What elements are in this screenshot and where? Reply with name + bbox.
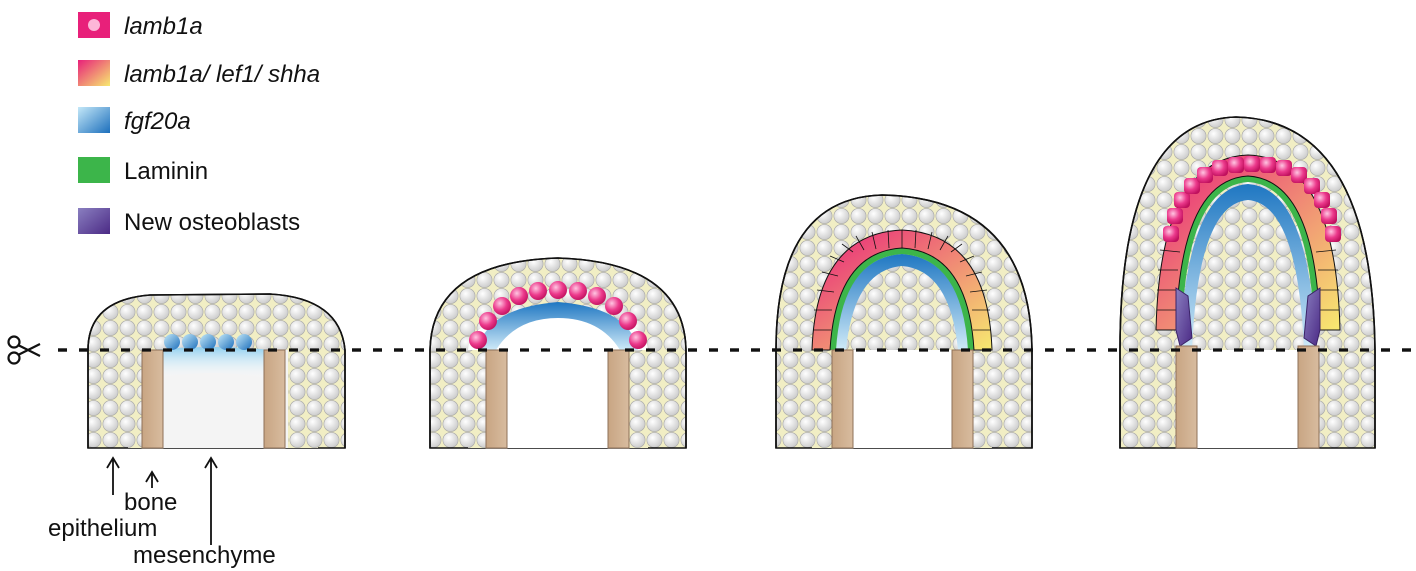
stage-4 [1120, 117, 1375, 448]
legend-label-lamb1a-lef1-shha: lamb1a/ lef1/ shha [124, 61, 320, 88]
stage2-bone-left [486, 350, 507, 448]
legend-label-new-osteoblasts: New osteoblasts [124, 209, 300, 236]
stage-2 [430, 258, 686, 448]
label-mesenchyme: mesenchyme [133, 542, 276, 569]
stage3-bone-left [832, 350, 853, 448]
legend-label-fgf20a: fgf20a [124, 108, 191, 135]
stage4-bone-left [1176, 346, 1197, 448]
stage2-bone-right [608, 350, 629, 448]
fgf20a-swatch-icon [78, 107, 110, 133]
stage-1 [88, 294, 345, 448]
legend-item-laminin: Laminin [78, 157, 208, 185]
legend-item-new-osteoblasts: New osteoblasts [78, 208, 300, 236]
stage-3 [776, 195, 1032, 448]
stage1-bone-right [264, 350, 285, 448]
scissors-icon [9, 337, 41, 364]
lamb1a-lef1-shha-swatch-icon [78, 60, 110, 86]
legend-item-lamb1a: lamb1a [78, 12, 203, 40]
legend-label-lamb1a: lamb1a [124, 13, 203, 40]
new-osteoblasts-swatch-icon [78, 208, 110, 234]
stage4-bone-right [1298, 346, 1319, 448]
laminin-swatch-icon [78, 157, 110, 183]
legend-label-laminin: Laminin [124, 158, 208, 185]
tissue-annotations: bone epithelium mesenchyme [48, 458, 276, 569]
stage3-bone-right [952, 350, 973, 448]
mesenchyme-arrow-icon [205, 458, 217, 545]
legend-item-lamb1a-lef1-shha: lamb1a/ lef1/ shha [78, 60, 320, 88]
stage1-bone-left [142, 350, 163, 448]
bone-arrow-icon [146, 472, 158, 488]
label-bone: bone [124, 489, 177, 516]
stage1-fgf20a-cells [164, 334, 252, 350]
legend-item-fgf20a: fgf20a [78, 107, 191, 135]
label-epithelium: epithelium [48, 515, 157, 542]
legend: lamb1a lamb1a/ lef1/ shha fgf20a Laminin… [78, 12, 320, 236]
epithelium-arrow-icon [107, 458, 119, 495]
